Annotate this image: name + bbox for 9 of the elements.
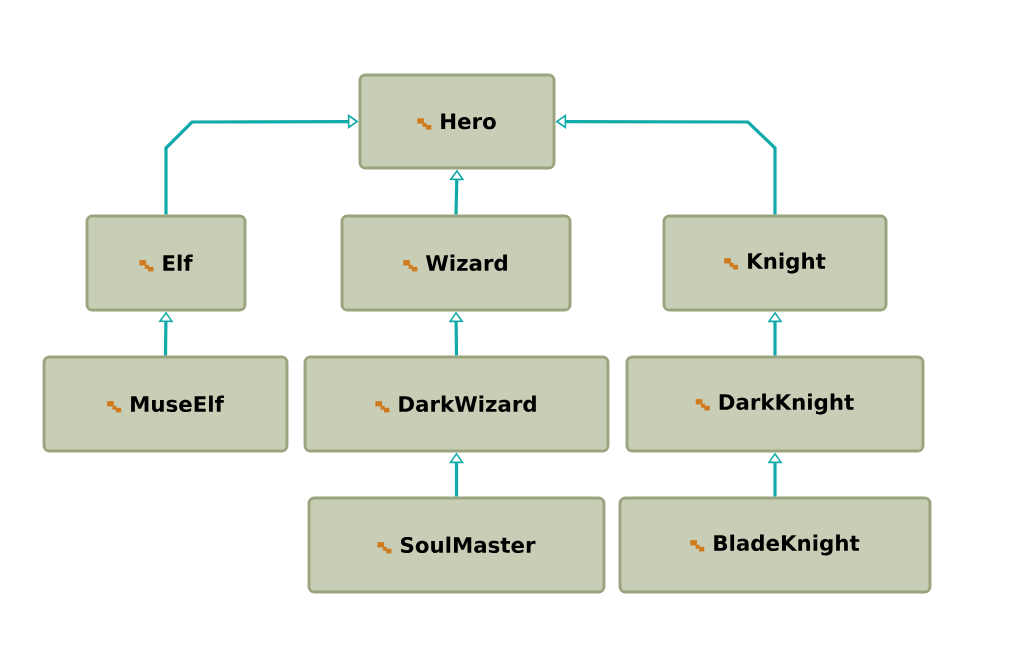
class-box: SoulMaster: [307, 496, 606, 594]
class-box: Hero: [358, 73, 556, 170]
class-box: DarkKnight: [625, 355, 925, 453]
class-box: Knight: [662, 214, 888, 312]
class-box: Elf: [85, 214, 247, 312]
class-box: Wizard: [340, 214, 572, 312]
class-box: BladeKnight: [618, 496, 932, 594]
class-box: MuseElf: [42, 355, 289, 453]
class-box: DarkWizard: [303, 355, 610, 453]
